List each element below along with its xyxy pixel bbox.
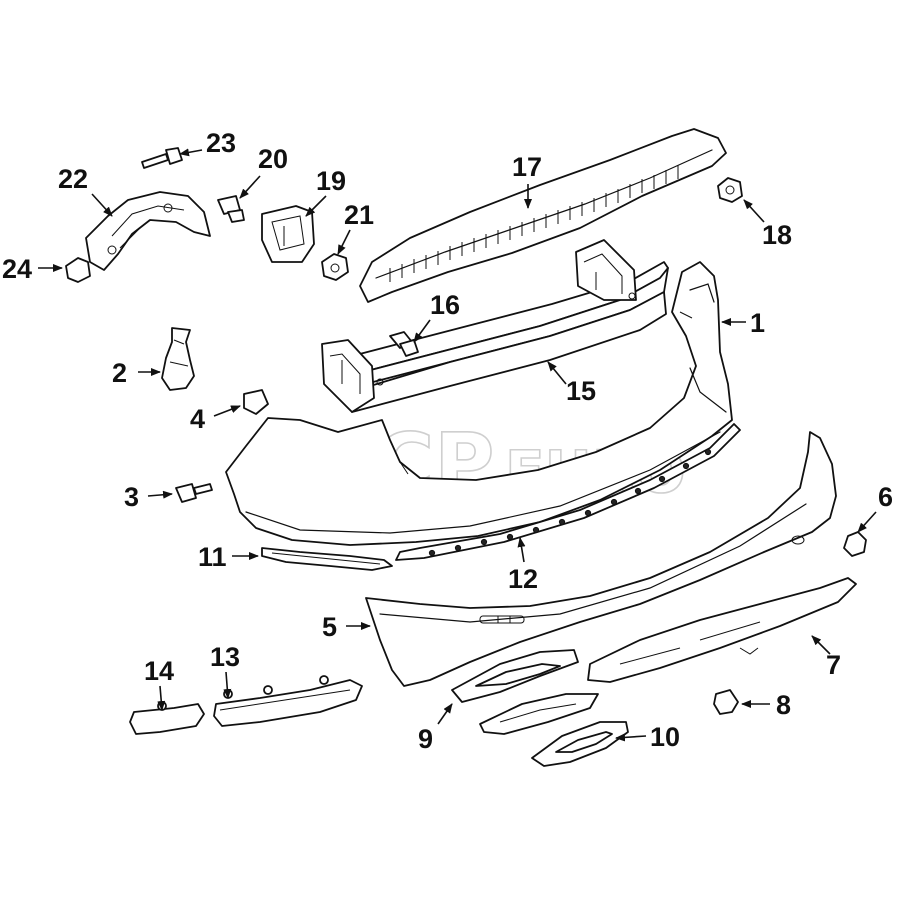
callout-16: 16 [430, 290, 460, 320]
callout-2: 2 [112, 358, 127, 388]
part-23-bolt[interactable] [141, 147, 183, 169]
callout-9: 9 [418, 724, 433, 754]
callout-13: 13 [210, 642, 240, 672]
part-20-bolt[interactable] [217, 195, 245, 223]
callout-8: 8 [776, 690, 791, 720]
callout-7: 7 [826, 650, 841, 680]
part-2-cap[interactable] [161, 327, 195, 391]
part-18-nut[interactable] [717, 177, 743, 203]
callout-22: 22 [58, 164, 88, 194]
part-7-rear-diffuser[interactable] [587, 577, 857, 683]
callout-5: 5 [322, 612, 337, 642]
part-3-screw[interactable] [175, 483, 213, 503]
callout-4: 4 [190, 404, 205, 434]
part-5-bumper-cover-lower[interactable] [365, 431, 837, 687]
part-4-push-clip[interactable] [243, 389, 269, 415]
part-17-energy-absorber[interactable] [359, 128, 727, 303]
part-9-exhaust-trim[interactable] [451, 649, 599, 735]
callout-23: 23 [206, 128, 236, 158]
part-1-bumper-cover-upper[interactable] [225, 261, 733, 546]
part-11-reflector-strip[interactable] [261, 547, 393, 571]
part-10-exhaust-trim[interactable] [531, 721, 629, 767]
part-14-side-reflector[interactable] [129, 701, 205, 735]
callout-3: 3 [124, 482, 139, 512]
callout-21: 21 [344, 200, 374, 230]
callout-19: 19 [316, 166, 346, 196]
callout-20: 20 [258, 144, 288, 174]
callout-10: 10 [650, 722, 680, 752]
callout-24: 24 [2, 254, 32, 284]
callout-1: 1 [750, 308, 765, 338]
callout-11: 11 [198, 542, 227, 572]
part-24-bump-stop[interactable] [65, 257, 91, 283]
callout-18: 18 [762, 220, 792, 250]
part-21-nut[interactable] [321, 253, 349, 281]
part-8-clip[interactable] [713, 689, 739, 715]
callout-6: 6 [878, 482, 893, 512]
part-16-bolt[interactable] [389, 331, 419, 357]
leader-lines [38, 148, 877, 742]
callout-17: 17 [512, 152, 542, 182]
callout-15: 15 [566, 376, 596, 406]
part-13-reflector[interactable] [213, 675, 363, 727]
part-12-bumper-lower-strip[interactable] [395, 423, 741, 561]
callout-labels: 1 2 3 4 5 6 7 8 9 10 11 12 13 14 15 16 1… [2, 128, 893, 754]
part-22-side-bracket[interactable] [85, 191, 211, 271]
callout-14: 14 [144, 656, 174, 686]
part-6-sensor-bracket[interactable] [843, 531, 867, 557]
callout-12: 12 [508, 564, 538, 594]
part-19-mount-bracket[interactable] [261, 205, 315, 263]
part-15-bumper-reinforcement[interactable] [321, 239, 669, 413]
